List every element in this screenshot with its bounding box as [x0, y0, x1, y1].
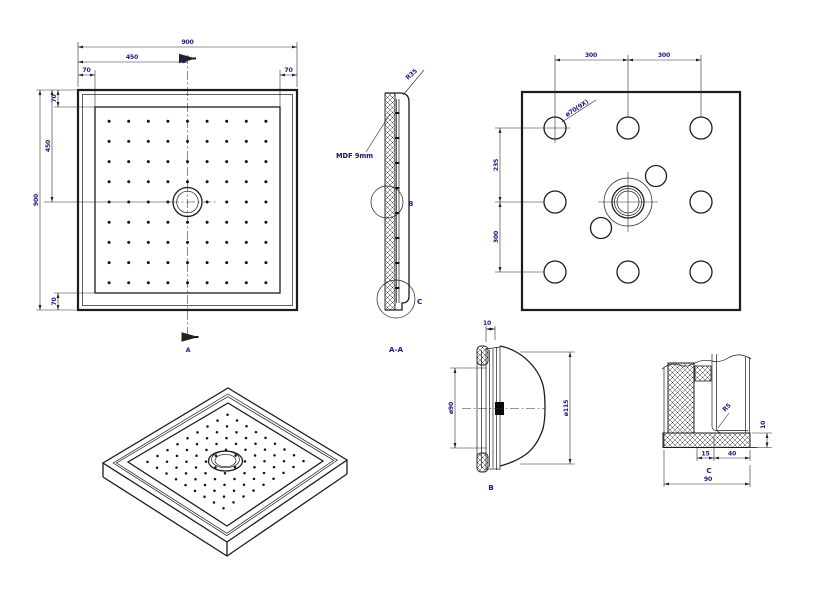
detail-b-marker: B [408, 199, 413, 208]
dim-row-top: 235 [493, 159, 500, 171]
dim-edge-bottom: 70 [51, 297, 58, 306]
corner-block-hatch [694, 365, 712, 382]
fillet-leader [717, 412, 730, 429]
detail-c-label: C [706, 466, 711, 475]
drain-dome-break-outline [499, 345, 546, 467]
mdf-board-section [384, 92, 396, 311]
section-view-label: A-A [389, 345, 404, 354]
hole-crosshair [540, 113, 570, 143]
dim-inner: 15 [701, 451, 709, 458]
dim-mid: 40 [728, 451, 737, 458]
detail-b-extension-lines [450, 326, 575, 465]
section-marker-bottom: A [186, 347, 191, 354]
dim-outer-diameter: ø115 [563, 400, 570, 416]
dim-height-overall: 900 [33, 193, 40, 206]
detail-b-dimensions: ø90 ø115 10 [448, 320, 572, 464]
detail-c-marker: C [417, 297, 422, 306]
detail-c-view: R5 10 15 40 90 C [661, 354, 772, 487]
fillet-callout: R5 [721, 402, 732, 413]
dot-bump-section-marks [395, 112, 400, 289]
corner-radius-callout: R35 [405, 68, 419, 82]
isometric-view [101, 387, 349, 557]
base-board-hatch [662, 432, 751, 448]
iso-drain [207, 450, 244, 472]
hole-callout-leader [561, 99, 597, 123]
mdf-leader-line [365, 113, 391, 153]
r35-leader-line [402, 69, 425, 96]
dim-spacing-right: 300 [658, 52, 671, 59]
bottom-extension-lines [495, 55, 702, 273]
base-outline [520, 90, 742, 312]
section-marker-top: A [179, 57, 184, 64]
dim-width-half: 450 [126, 54, 139, 61]
dim-edge-top: 70 [51, 94, 58, 103]
material-callout: MDF 9mm [336, 152, 373, 160]
plan-view: 900 450 70 70 900 450 70 70 A A [33, 39, 299, 354]
detail-c-dimensions: 10 15 40 90 [664, 420, 769, 486]
detail-b-bottom-hatch [476, 452, 489, 473]
iso-side-faces [102, 460, 348, 557]
detail-b-top-hatch [476, 345, 489, 366]
iso-rim-inner2 [115, 396, 335, 534]
plan-extension-lines [36, 42, 298, 311]
hole-callout: ø70(9X) [564, 98, 590, 118]
drain-boss [589, 164, 668, 240]
detail-c-profile-lines [663, 354, 757, 448]
dim-row-bottom: 300 [493, 230, 500, 243]
dim-edge-right: 70 [284, 67, 293, 74]
detail-circle-c [376, 279, 416, 319]
dim-spacing-left: 300 [585, 52, 598, 59]
dim-inner-diameter: ø90 [448, 401, 455, 414]
dim-edge-left: 70 [82, 67, 91, 74]
iso-rim-outer [101, 387, 349, 543]
dim-height-half: 450 [45, 139, 52, 152]
section-markers: A A [179, 53, 199, 354]
iso-floor-edge [126, 402, 325, 527]
dim-thickness: 10 [760, 420, 767, 429]
bottom-view: 300 300 235 300 ø70(9X) [493, 52, 742, 312]
dim-width-overall: 900 [181, 39, 194, 46]
side-board-hatch [667, 362, 695, 434]
dim-overall: 90 [704, 476, 713, 483]
detail-b-label: B [488, 483, 493, 492]
iso-rim-inner1 [112, 393, 338, 537]
detail-b-dim-top: 10 [483, 320, 492, 327]
plan-dimensions: 900 450 70 70 900 450 70 70 [33, 39, 297, 310]
anti-slip-dot-grid [107, 119, 268, 285]
iso-dot-grid [146, 413, 305, 510]
section-aa-view: B C R35 MDF 9mm A-A [336, 68, 425, 354]
detail-b-view: ø90 ø115 10 B [448, 320, 575, 492]
screw-boss-circle2 [589, 216, 613, 240]
bottom-dimensions: 300 300 235 300 [493, 52, 701, 272]
detail-circle-b [370, 185, 404, 219]
screw-boss-circle [644, 164, 668, 188]
